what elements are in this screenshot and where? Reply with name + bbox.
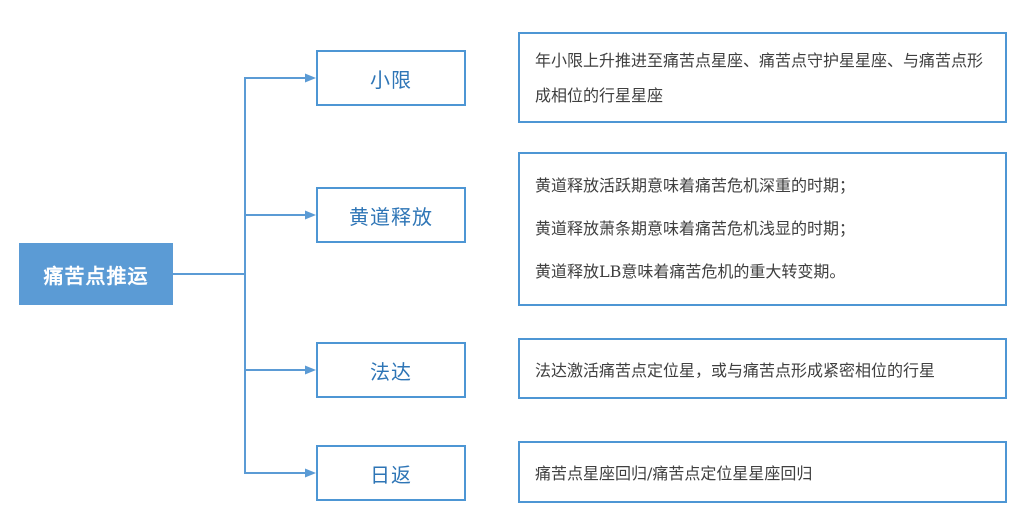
branch-node-label: 法达 <box>370 361 412 384</box>
branch-node-xiaoxian: 小限 <box>316 50 466 106</box>
description-box-zodiacal-releasing: 黄道释放活跃期意味着痛苦危机深重的时期； 黄道释放萧条期意味着痛苦危机浅显的时期… <box>518 152 1007 306</box>
branch-node-solar-return: 日返 <box>316 445 466 501</box>
arrowhead-icon-1 <box>305 73 316 83</box>
root-node-label: 痛苦点推运 <box>43 265 149 288</box>
arrowhead-icon-4 <box>305 468 316 478</box>
description-text: 痛苦点星座回归/痛苦点定位星星座回归 <box>535 464 813 483</box>
branch-node-firdaria: 法达 <box>316 342 466 398</box>
description-text: 黄道释放活跃期意味着痛苦危机深重的时期； <box>535 176 856 195</box>
description-text: 黄道释放LB意味着痛苦危机的重大转变期。 <box>535 262 846 281</box>
arrowhead-icon-2 <box>305 210 316 220</box>
description-box-xiaoxian: 年小限上升推进至痛苦点星座、痛苦点守护星星座、与痛苦点形成相位的行星星座 <box>518 32 1007 123</box>
description-text: 法达激活痛苦点定位星，或与痛苦点形成紧密相位的行星 <box>535 360 936 380</box>
description-text: 年小限上升推进至痛苦点星座、痛苦点守护星星座、与痛苦点形成相位的行星星座 <box>535 50 984 105</box>
description-box-solar-return: 痛苦点星座回归/痛苦点定位星星座回归 <box>518 441 1007 503</box>
branch-node-zodiacal-releasing: 黄道释放 <box>316 187 466 243</box>
branch-node-label: 黄道释放 <box>349 206 433 229</box>
branch-node-label: 日返 <box>370 464 412 487</box>
arrowhead-icon-3 <box>305 365 316 375</box>
branch-node-label: 小限 <box>370 69 412 92</box>
root-node-pain-point-progression: 痛苦点推运 <box>19 243 173 305</box>
description-text: 黄道释放萧条期意味着痛苦危机浅显的时期； <box>535 219 856 238</box>
description-box-firdaria: 法达激活痛苦点定位星，或与痛苦点形成紧密相位的行星 <box>518 338 1007 399</box>
